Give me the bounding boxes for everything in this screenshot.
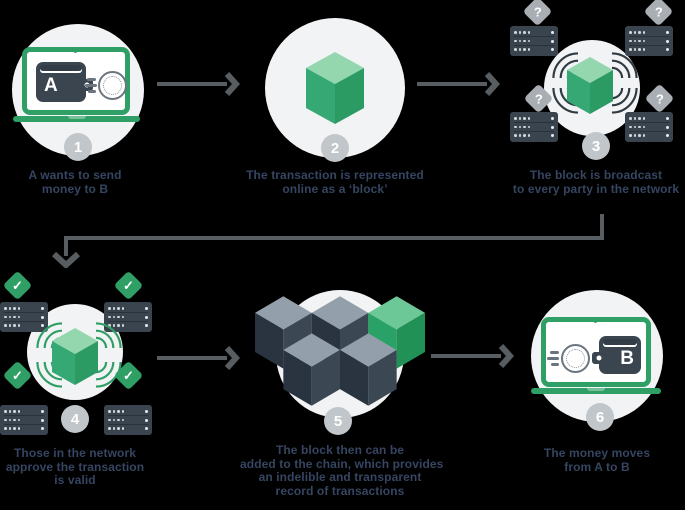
arrow-1-2-line xyxy=(157,82,227,86)
wallet-clasp xyxy=(592,352,605,364)
step5-caption: The block then can be added to the chain… xyxy=(240,443,444,498)
step4-caption: Those in the network approve the transac… xyxy=(5,446,145,487)
arrow-2-3-line xyxy=(417,82,487,86)
server-rack-icon xyxy=(510,26,558,56)
arrow-4-5-line xyxy=(157,356,227,360)
step3-caption: The block is broadcast to every party in… xyxy=(512,168,680,196)
question-badge-icon: ? xyxy=(644,83,675,114)
server-rack-icon xyxy=(625,112,673,142)
block-cube-icon xyxy=(567,57,613,114)
step5-number-badge: 5 xyxy=(324,407,352,435)
check-badge-icon: ✓ xyxy=(2,270,33,301)
server-rack-icon xyxy=(104,405,152,435)
wallet-a-label: A xyxy=(44,75,58,96)
step1-caption: A wants to send money to B xyxy=(28,168,122,196)
server-rack-icon xyxy=(104,302,152,332)
question-badge-icon: ? xyxy=(523,83,554,114)
broadcast-waves-icon xyxy=(612,88,638,114)
block-cube-icon xyxy=(306,52,364,124)
coin-speed-line xyxy=(88,90,96,93)
wallet-b-label: B xyxy=(620,348,634,369)
laptop-base xyxy=(531,388,661,394)
question-badge-icon: ? xyxy=(522,0,553,27)
step2-number-badge: 2 xyxy=(321,134,349,162)
coin-speed-line xyxy=(551,363,559,366)
check-badge-icon: ✓ xyxy=(2,360,33,391)
broadcast-waves-icon xyxy=(612,52,638,78)
coin-icon xyxy=(98,71,127,100)
webcam-dot xyxy=(594,320,597,323)
coin-icon xyxy=(561,344,590,373)
server-rack-icon xyxy=(0,302,48,332)
blockchain-cubes-icon xyxy=(255,296,425,406)
step3-number-badge: 3 xyxy=(582,132,610,160)
coin-speed-line xyxy=(87,78,96,81)
wallet-spine xyxy=(40,65,82,71)
broadcast-waves-icon xyxy=(96,322,122,348)
connector-3-4-head xyxy=(52,252,80,268)
webcam-dot xyxy=(74,50,77,53)
connector-3-4-horizontal xyxy=(64,236,604,240)
arrow-5-6-line xyxy=(431,354,501,358)
wallet-a-icon: A xyxy=(36,62,93,102)
arrow-4-5-head xyxy=(224,346,240,370)
block-cube-icon xyxy=(52,328,98,385)
step2-caption: The transaction is represented online as… xyxy=(246,168,424,196)
cube-broadcast-network-icon: ? ? ? ? xyxy=(506,0,676,150)
coin-speed-line xyxy=(85,84,97,87)
step1-number-badge: 1 xyxy=(64,133,92,161)
coin-speed-line xyxy=(547,357,559,360)
step6-caption: The money moves from A to B xyxy=(543,446,651,474)
check-badge-icon: ✓ xyxy=(113,270,144,301)
question-badge-icon: ? xyxy=(643,0,674,27)
laptop-base xyxy=(13,116,140,122)
step4-number-badge: 4 xyxy=(61,405,89,433)
arrow-1-2-head xyxy=(224,72,240,96)
wallet-spine xyxy=(603,339,637,345)
cube-approved-network-icon: ✓ ✓ ✓ ✓ xyxy=(0,270,152,435)
arrow-2-3-head xyxy=(484,72,500,96)
server-rack-icon xyxy=(0,405,48,435)
server-rack-icon xyxy=(510,112,558,142)
connector-3-4-vertical xyxy=(600,214,604,240)
step6-number-badge: 6 xyxy=(586,403,614,431)
server-rack-icon xyxy=(625,26,673,56)
connector-3-4-drop xyxy=(64,236,68,256)
coin-speed-line xyxy=(550,351,559,354)
arrow-5-6-head xyxy=(498,344,514,368)
wallet-b-icon: B xyxy=(592,336,641,374)
chain-cube-dark xyxy=(340,333,397,406)
